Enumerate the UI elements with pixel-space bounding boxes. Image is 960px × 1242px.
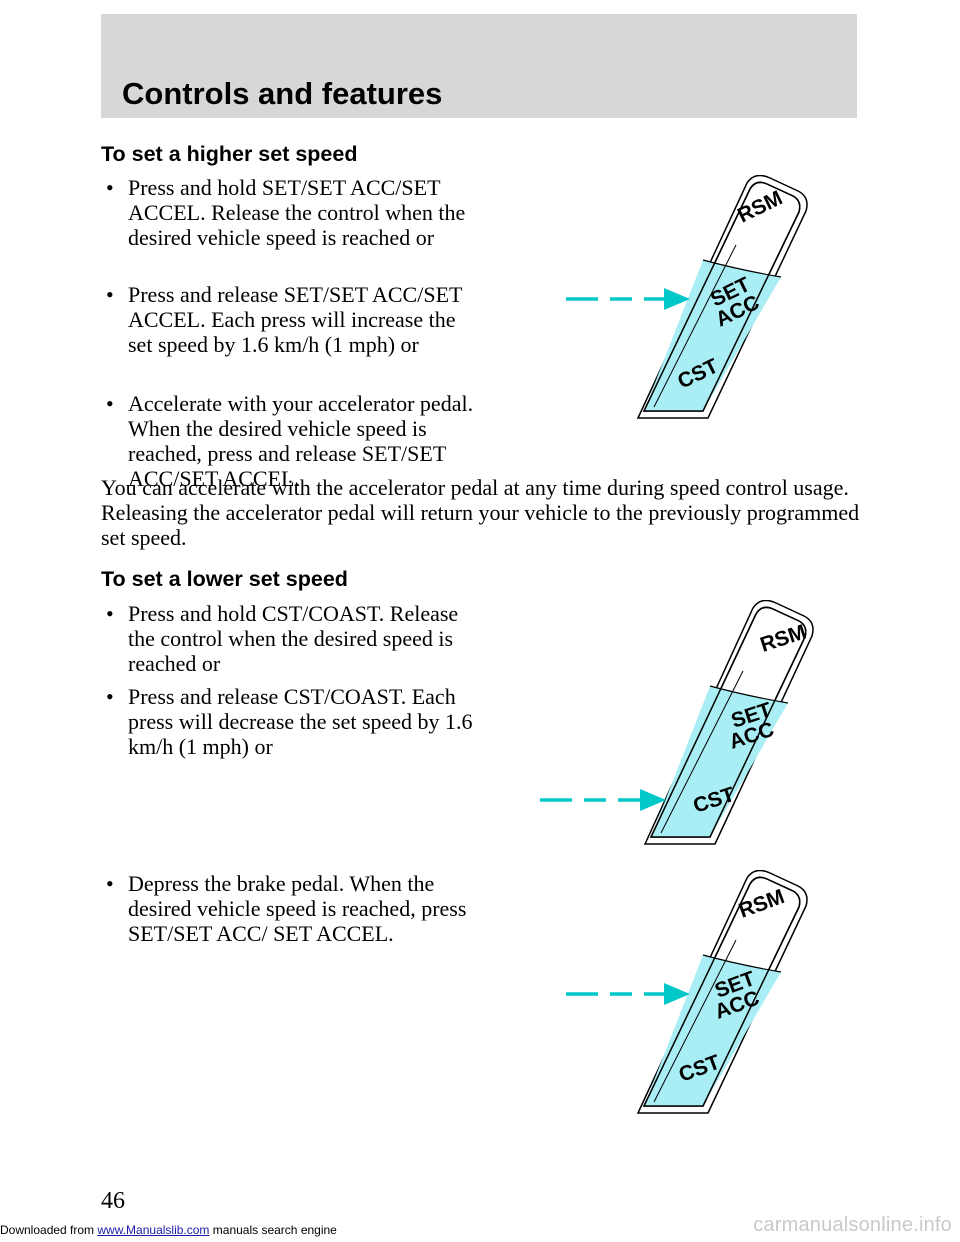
footer-suffix: manuals search engine bbox=[209, 1223, 337, 1237]
switch-set-cst-region bbox=[651, 686, 788, 837]
section-heading-higher: To set a higher set speed bbox=[101, 142, 358, 166]
bullet-text: Press and release CST/COAST. Each press … bbox=[128, 684, 473, 759]
bullet-item: • Depress the brake pedal. When the desi… bbox=[106, 871, 476, 946]
bullet-text: Press and release SET/SET ACC/SET ACCEL.… bbox=[128, 282, 463, 357]
page-number: 46 bbox=[101, 1188, 125, 1214]
bullet-text: Accelerate with your accelerator pedal. … bbox=[128, 391, 474, 491]
bullet-item: • Press and hold SET/SET ACC/SET ACCEL. … bbox=[106, 175, 476, 250]
footer-download-note: Downloaded from www.Manualslib.com manua… bbox=[0, 1223, 337, 1237]
bullet-symbol: • bbox=[106, 871, 114, 896]
bullet-item: • Press and release CST/COAST. Each pres… bbox=[106, 684, 476, 759]
bullet-symbol: • bbox=[106, 282, 114, 307]
speed-control-switch-figure-brake: RSM SET ACC CST bbox=[566, 870, 808, 1114]
bullet-symbol: • bbox=[106, 175, 114, 200]
bullet-symbol: • bbox=[106, 391, 114, 416]
speed-control-switch-figure-cst: RSM SET ACC CST bbox=[540, 600, 814, 845]
header-band bbox=[101, 14, 857, 118]
bullet-symbol: • bbox=[106, 684, 114, 709]
bullet-item: • Press and hold CST/COAST. Release the … bbox=[106, 601, 476, 676]
bullet-item: • Press and release SET/SET ACC/SET ACCE… bbox=[106, 282, 476, 357]
switch-divider bbox=[709, 685, 789, 704]
bullet-text: Press and hold CST/COAST. Release the co… bbox=[128, 601, 459, 676]
switch-edge-line bbox=[653, 244, 737, 408]
switch-divider bbox=[702, 954, 782, 973]
switch-edge-line bbox=[653, 939, 737, 1103]
page-title: Controls and features bbox=[122, 76, 443, 111]
switch-edge-line bbox=[660, 670, 744, 834]
bullet-text: Depress the brake pedal. When the desire… bbox=[128, 871, 467, 946]
switch-set-cst-region bbox=[644, 955, 781, 1106]
arrow-pointer bbox=[566, 288, 690, 310]
body-paragraph: You can accelerate with the accelerator … bbox=[101, 475, 860, 550]
arrow-pointer bbox=[540, 789, 666, 811]
footer-prefix: Downloaded from bbox=[0, 1223, 98, 1237]
speed-control-switch-figure-set: RSM SET ACC CST bbox=[566, 175, 808, 419]
bullet-symbol: • bbox=[106, 601, 114, 626]
section-heading-lower: To set a lower set speed bbox=[101, 567, 348, 591]
bullet-item: • Accelerate with your accelerator pedal… bbox=[106, 391, 806, 491]
manualslib-link[interactable]: www.Manualslib.com bbox=[97, 1223, 210, 1237]
switch-set-cst-region bbox=[644, 260, 781, 411]
arrow-pointer bbox=[566, 983, 690, 1005]
switch-divider bbox=[702, 259, 782, 278]
watermark: carmanualsonline.info bbox=[753, 1214, 952, 1236]
bullet-text: Press and hold SET/SET ACC/SET ACCEL. Re… bbox=[128, 175, 466, 250]
